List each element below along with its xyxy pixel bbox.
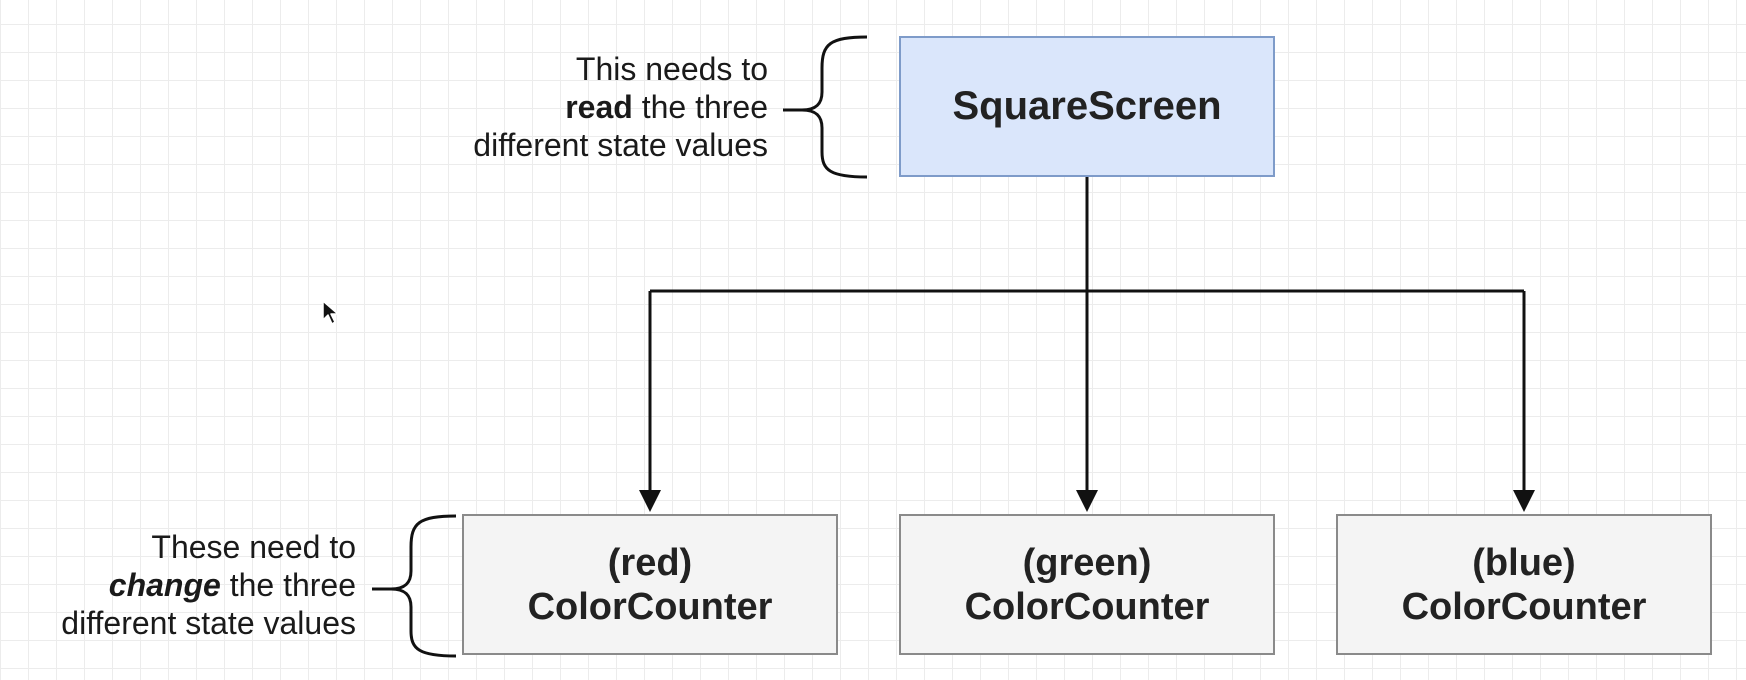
read-annotation: This needs to read the three different s… [380, 50, 768, 164]
color-counter-red-prefix: (red) [607, 541, 693, 584]
read-annotation-line3: different state values [473, 127, 768, 163]
arrowhead-blue [1513, 490, 1535, 512]
read-annotation-line1: This needs to [575, 51, 768, 87]
change-annotation-line2-rest: the three [220, 567, 356, 603]
color-counter-green-prefix: (green) [1022, 541, 1152, 584]
color-counter-blue-node: (blue) ColorCounter [1336, 514, 1712, 655]
square-screen-label: SquareScreen [952, 84, 1222, 128]
mouse-pointer-icon [322, 300, 340, 331]
read-emphasis: read [565, 89, 633, 125]
change-annotation-line1: These need to [151, 529, 356, 565]
change-annotation: These need to change the three different… [0, 528, 356, 642]
read-annotation-line2-rest: the three [632, 89, 768, 125]
color-counter-blue-prefix: (blue) [1472, 541, 1576, 584]
color-counter-green-node: (green) ColorCounter [899, 514, 1275, 655]
change-emphasis: change [108, 567, 221, 603]
brace-read [801, 35, 868, 179]
change-annotation-line3: different state values [61, 605, 356, 641]
brace-change [390, 514, 457, 658]
square-screen-node: SquareScreen [899, 36, 1275, 177]
change-annotation-line2: change the three [0, 566, 356, 604]
color-counter-blue-label: ColorCounter [1401, 585, 1647, 628]
color-counter-green-label: ColorCounter [964, 585, 1210, 628]
arrowhead-green [1076, 490, 1098, 512]
color-counter-red-node: (red) ColorCounter [462, 514, 838, 655]
arrowhead-red [639, 490, 661, 512]
read-annotation-line2: read the three [380, 88, 768, 126]
color-counter-red-label: ColorCounter [527, 585, 773, 628]
